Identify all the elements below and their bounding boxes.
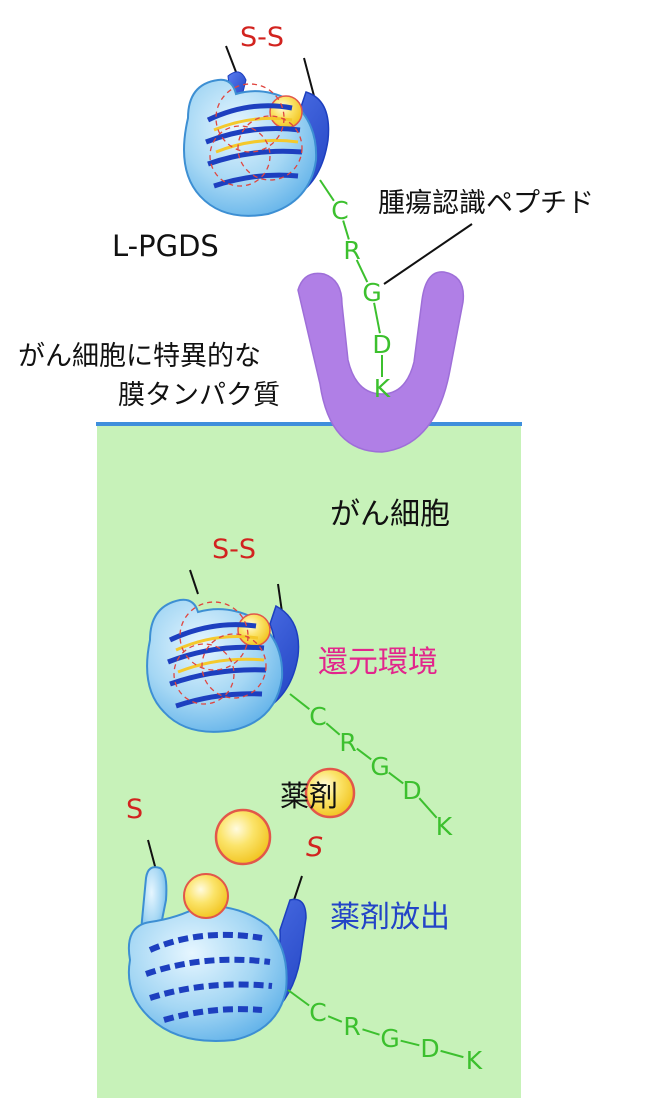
peptide-residue: R <box>343 236 360 265</box>
peptide-bond <box>362 1028 380 1036</box>
protein-name-label: L-PGDS <box>112 229 219 263</box>
peptide-residue: C <box>331 196 348 225</box>
thiol-label-right: S <box>306 832 323 863</box>
bond-stalk-right <box>303 57 315 97</box>
pocket-outline <box>215 83 285 153</box>
drug-inside-bottom <box>183 873 229 919</box>
protein-lpgds-top: S-S <box>183 22 330 217</box>
beta-strand <box>149 981 273 1001</box>
peptide-bond <box>327 1015 343 1023</box>
peptide-bond <box>418 797 438 819</box>
thiol-label-left: S <box>126 794 143 825</box>
drug-particle <box>214 808 272 866</box>
peptide-bond <box>388 771 404 785</box>
peptide-residue: K <box>466 1046 483 1075</box>
peptide-pointer-line <box>383 223 473 285</box>
peptide-bond <box>342 220 350 240</box>
peptide-residue: C <box>309 998 326 1027</box>
peptide-bond <box>400 1039 420 1047</box>
pocket-outline <box>237 115 303 181</box>
beta-strand <box>168 622 257 643</box>
peptide-residue: G <box>370 752 389 781</box>
bond-stalk-left <box>225 45 237 73</box>
bond-stalk-right <box>277 583 283 613</box>
peptide-residue: R <box>339 728 356 757</box>
thiol-stalk-left <box>147 839 157 871</box>
thiol-stalk-right <box>293 875 303 901</box>
beta-strand <box>163 1006 263 1023</box>
peptide-bond <box>287 989 310 1007</box>
membrane-protein-label-line2: 膜タンパク質 <box>118 380 280 411</box>
drug-particle <box>304 767 356 819</box>
bond-stalk-left <box>189 569 199 595</box>
protein-lpgds-bottom: S S <box>126 794 323 1043</box>
cancer-cell-label: がん細胞 <box>330 497 450 532</box>
pocket-outline <box>209 125 271 187</box>
peptide-bond <box>440 1049 464 1059</box>
membrane-protein-label-line1: がん細胞に特異的な <box>18 341 261 372</box>
pocket-outline <box>179 601 249 671</box>
drug-label: 薬剤 <box>280 779 338 813</box>
peptide-residue: D <box>420 1034 439 1063</box>
pocket-outline <box>173 643 235 705</box>
protein-lpgds-middle: S-S <box>146 534 300 733</box>
peptide-residue: R <box>343 1012 360 1041</box>
beta-highlight <box>177 657 265 674</box>
peptide-residue: K <box>374 374 391 403</box>
peptide-residue: G <box>380 1024 399 1053</box>
beta-strand <box>145 956 271 977</box>
pocket-outline <box>201 633 267 699</box>
peptide-bond <box>356 747 372 761</box>
peptide-residue: D <box>402 776 421 805</box>
reducing-environment-label: 還元環境 <box>318 645 438 680</box>
beta-strand <box>175 691 263 709</box>
peptide-residue: G <box>362 278 381 307</box>
peptide-bond <box>355 259 369 283</box>
disulfide-label-top: S-S <box>240 22 284 53</box>
drug-release-label: 薬剤放出 <box>330 900 450 935</box>
peptide-bond <box>319 179 335 202</box>
peptide-residue: D <box>372 330 391 359</box>
disulfide-label-middle: S-S <box>212 534 256 565</box>
peptide-bond <box>289 693 310 710</box>
beta-strand <box>167 644 265 665</box>
beta-highlight <box>215 138 299 154</box>
peptide-label: 腫瘍認識ペプチド <box>378 188 594 219</box>
peptide-residue: C <box>309 702 326 731</box>
peptide-residue: K <box>436 812 453 841</box>
beta-strand <box>169 667 267 687</box>
drug-inside-top <box>269 95 303 129</box>
peptide-bond <box>373 302 381 334</box>
peptide-bond <box>325 722 341 736</box>
beta-highlight <box>175 635 259 652</box>
membrane-receptor <box>297 271 465 453</box>
beta-strand <box>207 148 303 167</box>
